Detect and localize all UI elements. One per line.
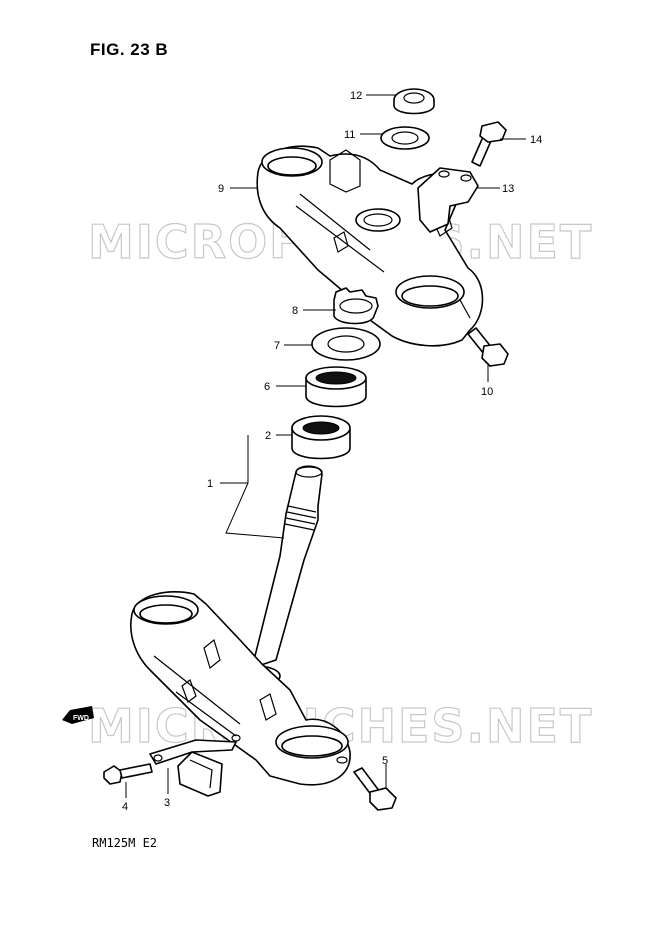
model-code: RM125M E2 bbox=[92, 836, 158, 850]
callout-2: 2 bbox=[265, 430, 271, 442]
callout-1: 1 bbox=[207, 478, 213, 490]
callout-10: 10 bbox=[481, 386, 493, 398]
callout-8: 8 bbox=[292, 305, 298, 317]
callouts: 1 2 3 4 5 6 7 8 9 10 11 12 13 14 bbox=[122, 90, 542, 813]
callout-14: 14 bbox=[530, 134, 542, 146]
bolt-5 bbox=[353, 767, 397, 811]
callout-11: 11 bbox=[344, 129, 355, 141]
leader-lines bbox=[125, 94, 526, 798]
cable-guide-3 bbox=[149, 734, 241, 797]
bolt-4 bbox=[103, 763, 153, 785]
nut-12 bbox=[393, 88, 435, 115]
callout-7: 7 bbox=[274, 340, 280, 352]
callout-4: 4 bbox=[122, 801, 128, 813]
callout-6: 6 bbox=[264, 381, 270, 393]
handlebar-clamp bbox=[417, 167, 479, 233]
callout-9: 9 bbox=[218, 183, 224, 195]
callout-12: 12 bbox=[350, 90, 362, 102]
lower-bracket bbox=[130, 591, 351, 786]
figure-title: FIG. 23 B bbox=[90, 40, 169, 59]
callout-3: 3 bbox=[164, 797, 170, 809]
bearing-2 bbox=[291, 415, 351, 460]
callout-5: 5 bbox=[382, 755, 388, 767]
nut-8 bbox=[333, 287, 379, 325]
washer-11 bbox=[380, 126, 430, 150]
callout-13: 13 bbox=[502, 183, 514, 195]
washer-7 bbox=[311, 327, 381, 361]
bolt-14 bbox=[471, 121, 507, 167]
bearing-6 bbox=[305, 366, 367, 408]
fwd-label: FWD bbox=[73, 715, 89, 722]
fwd-arrow: FWD bbox=[62, 706, 94, 724]
bolt-10 bbox=[467, 327, 509, 367]
